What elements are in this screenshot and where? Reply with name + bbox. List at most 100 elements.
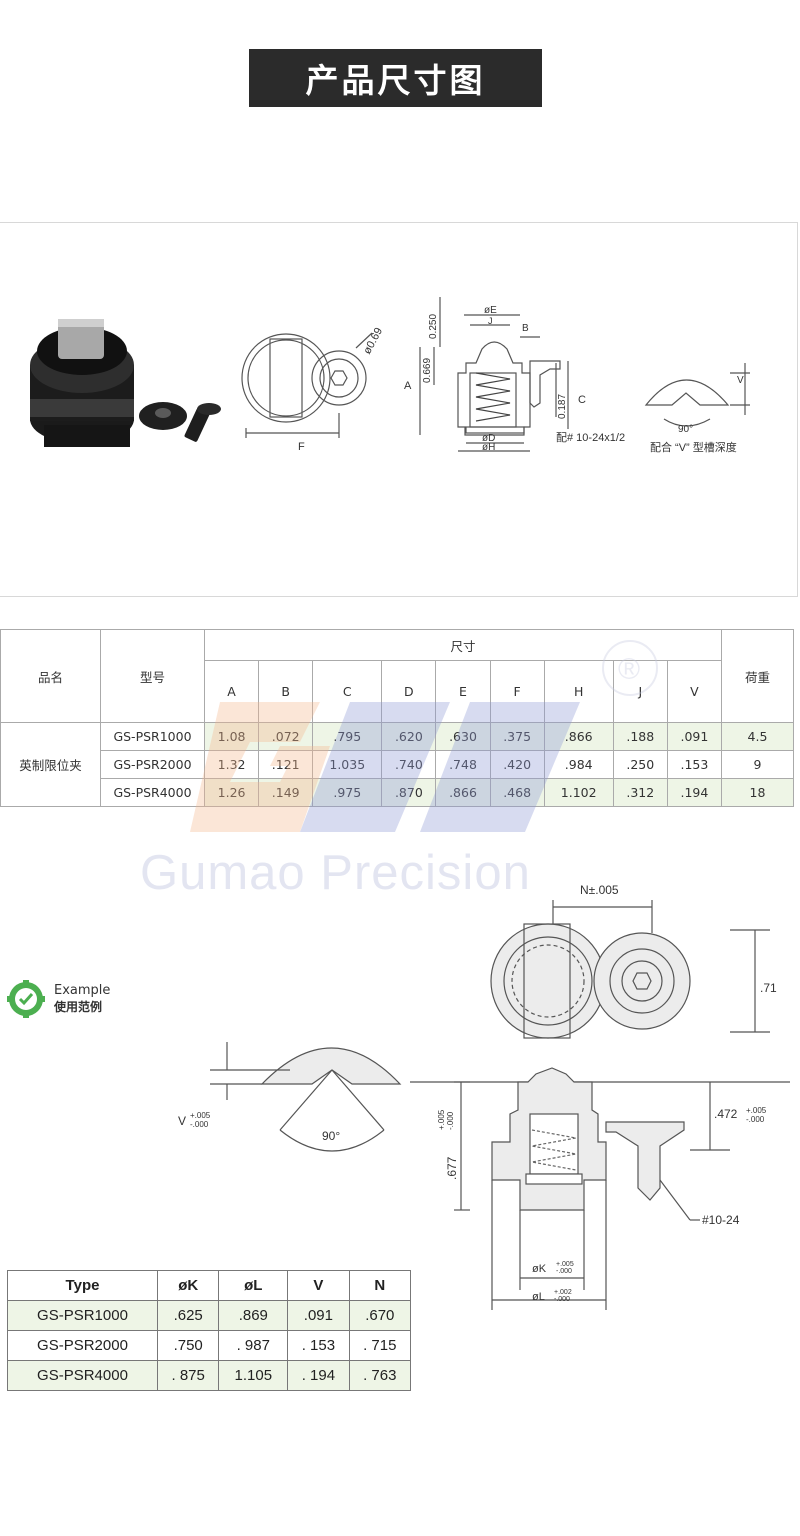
load-cell: 9: [721, 750, 794, 779]
d472-tol-minus: -.000: [746, 1115, 765, 1124]
d677-tol-plus: +.005: [437, 1109, 446, 1130]
size-col-header: J: [612, 660, 668, 723]
value-cell: . 153: [287, 1330, 350, 1361]
size-col-header: B: [258, 660, 314, 723]
angle-label: 90°: [678, 424, 693, 435]
value-cell: .750: [156, 1330, 220, 1361]
dim-label-a: A: [404, 380, 412, 392]
dim-label-oe: øE: [484, 305, 497, 316]
value-cell: 1.26: [203, 778, 260, 807]
spec-table: 品名 型号 尺寸 荷重 A B C D E F H J V 英制限位夹 GS-P…: [0, 629, 794, 807]
value-cell: .740: [381, 750, 437, 779]
top-view: [241, 332, 373, 438]
model-cell: GS-PSR4000: [100, 778, 205, 807]
page-title: 产品尺寸图: [249, 49, 542, 107]
value-cell: . 763: [348, 1360, 412, 1391]
dim-label-dia: ø0.69: [361, 326, 385, 356]
dimension-drawing-panel: F ø0.69 øE J B 0.250 0.669 A C 0.187 øD: [0, 222, 798, 597]
table-row: GS-PSR1000 .625 .869 .091 .670: [7, 1300, 412, 1331]
value-cell: .194: [666, 778, 723, 807]
v-tol-minus: -.000: [190, 1120, 209, 1129]
watermark-logo: ®: [190, 640, 658, 832]
value-cell: 1.08: [203, 722, 260, 751]
dim-label-0250: 0.250: [428, 314, 439, 339]
value-cell: 1.32: [203, 750, 260, 779]
header-model: 型号: [100, 629, 205, 723]
thread-label: #10-24: [702, 1213, 740, 1227]
table-row: GS-PSR2000 1.32 .121 1.035 .740 .748 .42…: [1, 750, 794, 779]
section-view: [419, 297, 569, 452]
value-cell: .153: [666, 750, 723, 779]
header-size: 尺寸: [204, 629, 722, 661]
dim-label-j: J: [488, 316, 493, 326]
value-cell: . 715: [348, 1330, 412, 1361]
value-cell: .866: [435, 778, 491, 807]
dim-label-oh: øH: [482, 442, 495, 453]
type-header: øK: [156, 1270, 220, 1301]
dim-label-v: V: [178, 1114, 186, 1128]
k-tol-plus: +.005: [556, 1261, 574, 1268]
value-cell: 1.102: [543, 778, 614, 807]
value-cell: .072: [258, 722, 314, 751]
value-cell: .975: [312, 778, 383, 807]
dim-label-0187: 0.187: [557, 394, 568, 419]
dim-label-b: B: [522, 323, 529, 334]
product-photo: [30, 319, 221, 447]
dimension-drawing: F ø0.69 øE J B 0.250 0.669 A C 0.187 øD: [30, 297, 750, 454]
type-header: V: [287, 1270, 350, 1301]
example-drawing: N±.005 .71 V +.005 -.000 90° .677 +.005 …: [178, 883, 790, 1310]
value-cell: .866: [543, 722, 614, 751]
screw-note: 配# 10-24x1/2: [556, 431, 625, 444]
l-tol-minus: -.000: [554, 1296, 570, 1303]
size-col-header: E: [435, 660, 491, 723]
value-cell: .188: [612, 722, 668, 751]
value-cell: .468: [489, 778, 545, 807]
d677-tol-minus: -.000: [446, 1111, 455, 1130]
type-cell: GS-PSR4000: [7, 1360, 158, 1391]
angle-label: 90°: [322, 1129, 340, 1143]
value-cell: .748: [435, 750, 491, 779]
dim-label-71: .71: [760, 981, 777, 995]
dim-label-od: øD: [482, 433, 495, 444]
size-col-header: C: [312, 660, 383, 723]
value-cell: . 194: [287, 1360, 350, 1391]
dim-label-v: V: [737, 375, 744, 386]
value-cell: . 987: [218, 1330, 289, 1361]
dim-label-677: .677: [445, 1156, 459, 1180]
dim-label-472: .472: [714, 1107, 738, 1121]
value-cell: 1.105: [218, 1360, 289, 1391]
header-product-name: 品名: [0, 629, 101, 723]
model-cell: GS-PSR1000: [100, 722, 205, 751]
load-cell: 4.5: [721, 722, 794, 751]
value-cell: .795: [312, 722, 383, 751]
example-title: Example: [54, 983, 111, 998]
example-tag: Example 使用范例: [6, 979, 110, 1019]
type-header: N: [348, 1270, 412, 1301]
dim-label-k: øK: [532, 1263, 547, 1275]
value-cell: .870: [381, 778, 437, 807]
type-cell: GS-PSR1000: [7, 1300, 158, 1331]
k-tol-minus: -.000: [556, 1268, 572, 1275]
size-col-header: V: [666, 660, 723, 723]
type-table: Type øK øL V N GS-PSR1000 .625 .869 .091…: [7, 1270, 412, 1391]
example-subtitle: 使用范例: [54, 1000, 103, 1014]
product-name-cell: 英制限位夹: [0, 722, 101, 807]
dim-label-f: F: [298, 441, 305, 453]
type-header: øL: [218, 1270, 289, 1301]
dim-label-c: C: [578, 394, 586, 406]
watermark-brand: Gumao Precision: [140, 846, 531, 900]
type-header: Type: [7, 1270, 158, 1301]
dim-label-0669: 0.669: [422, 358, 433, 383]
table-row: GS-PSR2000 .750 . 987 . 153 . 715: [7, 1330, 412, 1361]
value-cell: .149: [258, 778, 314, 807]
value-cell: .625: [156, 1300, 220, 1331]
v-tol-plus: +.005: [190, 1111, 211, 1120]
l-tol-plus: +.002: [554, 1289, 572, 1296]
size-col-header: D: [381, 660, 437, 723]
type-cell: GS-PSR2000: [7, 1330, 158, 1361]
value-cell: .091: [287, 1300, 350, 1331]
registered-mark: ®: [618, 653, 640, 686]
table-row: 英制限位夹 GS-PSR1000 1.08 .072 .795 .620 .63…: [0, 722, 794, 807]
size-col-header: F: [489, 660, 545, 723]
size-col-header: A: [203, 660, 260, 723]
